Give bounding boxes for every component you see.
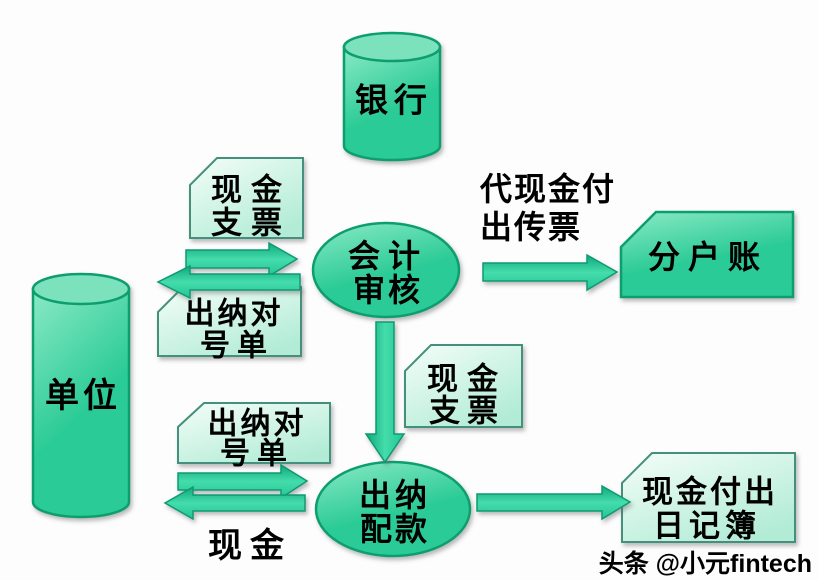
cash-cheque-mid-label-line2: 支票: [429, 394, 505, 429]
subsidiary-ledger-label: 分户账: [648, 239, 768, 275]
cashier-slip-bottom-label-line1: 出纳对: [208, 408, 307, 441]
cash-cheque-card-mid: [404, 344, 523, 428]
cashier-allocation-label-line1: 出纳: [359, 477, 431, 513]
cash-cheque-card-top: [189, 157, 304, 239]
cash-journal-label-line2: 日记簿: [653, 509, 761, 544]
cashier-allocation-label-line2: 配款: [360, 511, 430, 547]
arrow-cashier-to-unit: [163, 485, 306, 521]
subsidiary-ledger-card: [619, 210, 795, 299]
cashier-allocation-ellipse: [314, 460, 472, 558]
arrow-accounting-to-cashier: [364, 321, 406, 464]
cashier-slip-bottom-label-line2: 号单: [220, 438, 294, 471]
cash-journal-label-line1: 现金付出: [642, 475, 778, 510]
bank-cylinder-body: [342, 45, 442, 162]
cash-journal-card: [621, 452, 796, 543]
accounting-review-label-line1: 会计: [348, 238, 428, 274]
unit-cylinder-body: [31, 287, 131, 519]
voucher-annotation-line2: 出传票: [480, 209, 582, 245]
cashier-slip-top-label-line1: 出纳对: [185, 298, 284, 331]
bank-label: 银行: [355, 82, 433, 119]
unit-cylinder: [31, 272, 131, 519]
cashier-slip-card-bottom: [177, 402, 331, 464]
arrow-unit-to-accounting: [185, 241, 299, 278]
arrow-unit-to-cashier: [177, 463, 309, 500]
bank-cylinder: [342, 31, 442, 162]
cash-cheque-mid-label-line1: 现金: [427, 362, 507, 397]
unit-label: 单位: [45, 377, 121, 415]
cash-annotation: 现金: [208, 526, 292, 565]
cashier-slip-top-label-line2: 号单: [200, 330, 274, 363]
accounting-review-ellipse: [311, 221, 461, 319]
arrow-cashier-to-journal: [476, 484, 632, 521]
arrow-accounting-to-ledger: [482, 253, 619, 292]
unit-cylinder-top: [31, 272, 131, 306]
cash-cheque-top-label-line2: 支票: [211, 206, 291, 241]
watermark-text: 头条 @小元fintech: [599, 550, 812, 578]
bank-cylinder-top: [342, 31, 442, 63]
arrows: [156, 241, 632, 521]
voucher-annotation-line1: 代现金付: [479, 171, 616, 207]
cash-cheque-top-label-line1: 现金: [211, 173, 291, 208]
accounting-review-label-line2: 审核: [353, 272, 423, 308]
arrow-accounting-to-unit: [156, 264, 301, 300]
